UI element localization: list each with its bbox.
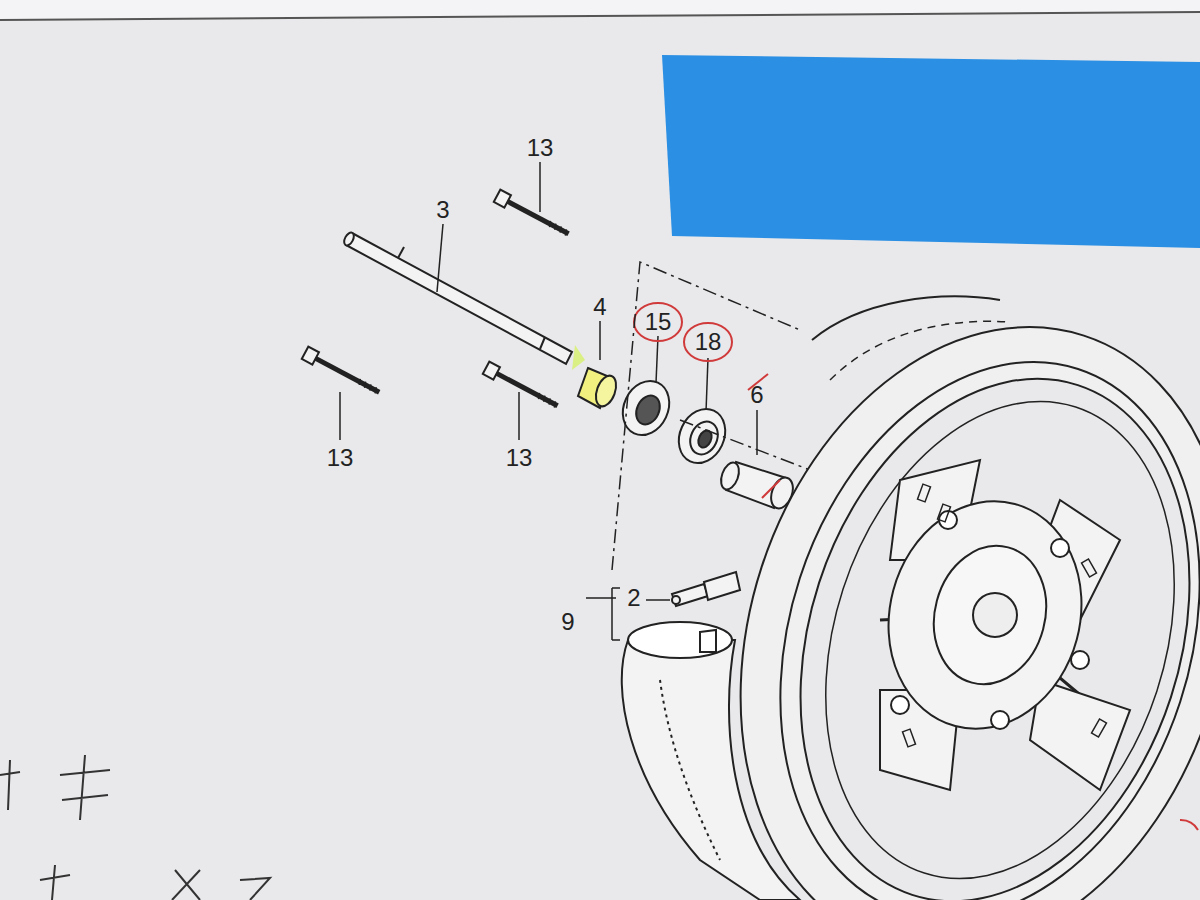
spacer [718, 460, 797, 511]
axle [342, 231, 572, 364]
paper-edge [0, 0, 1200, 20]
oil-seal [614, 373, 678, 442]
callout-number: 3 [436, 198, 449, 222]
valve [672, 572, 740, 606]
callout-number: 2 [627, 586, 640, 610]
callout-number: 13 [527, 136, 554, 160]
callout-number: 13 [327, 446, 354, 470]
wheel [663, 263, 1200, 900]
bolts [302, 190, 572, 412]
paper-line [0, 12, 1200, 20]
callout-number: 13 [506, 446, 533, 470]
callout-number: 4 [593, 295, 606, 319]
leader-lines [340, 162, 757, 640]
callout-number: 9 [561, 610, 574, 634]
handwriting [0, 755, 270, 900]
callout-number: 18 [695, 330, 722, 354]
bearing [670, 401, 734, 470]
sticky-note [662, 55, 1200, 248]
callout-number: 15 [645, 310, 672, 334]
collar [572, 345, 620, 409]
callout-number: 6 [750, 383, 763, 407]
